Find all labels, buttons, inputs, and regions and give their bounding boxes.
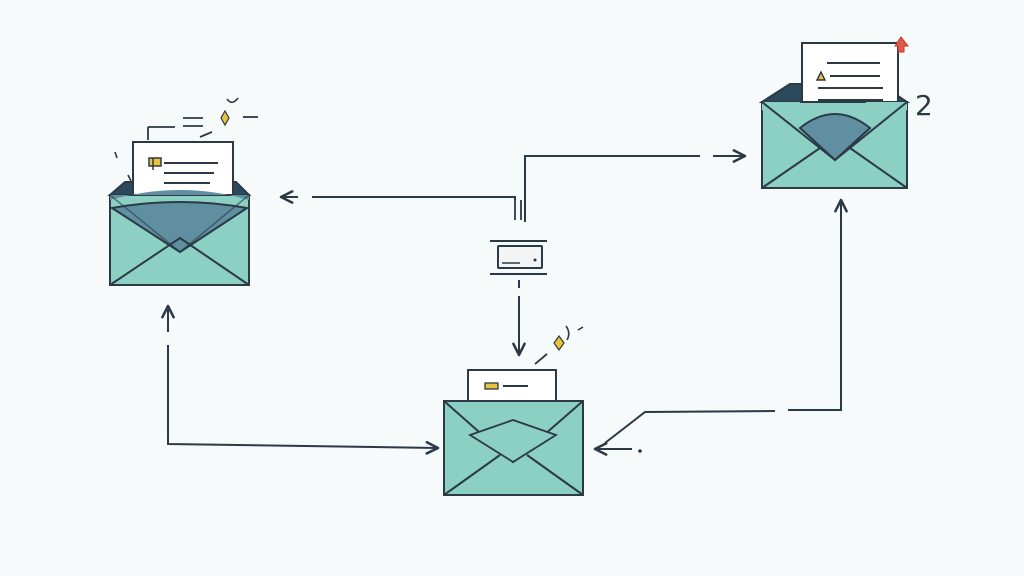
sparkle-icon	[534, 325, 584, 365]
connectors	[161, 149, 848, 456]
left-envelope	[107, 97, 258, 286]
arrow-top-right-to-bottom-envelope	[788, 198, 848, 411]
badge-count: 2	[915, 89, 933, 122]
bottom-envelope	[443, 325, 584, 496]
house-icon	[815, 70, 827, 81]
top-right-envelope	[758, 36, 911, 189]
sparkle-icon	[114, 97, 258, 182]
left-letter	[132, 141, 234, 197]
arrow-hub-to-top-right-envelope	[524, 155, 700, 222]
envelope-flap	[109, 201, 250, 254]
connector-segment	[604, 410, 776, 444]
pin-icon	[148, 157, 162, 170]
bottom-letter	[467, 369, 557, 405]
upload-flag-icon	[894, 36, 910, 53]
arrow-bottom-to-left-envelope	[167, 345, 440, 455]
envelope-flap	[798, 113, 872, 162]
arrow-hub-to-left-envelope	[312, 196, 516, 200]
dot	[638, 449, 642, 453]
envelope-flap	[467, 419, 559, 464]
router-hub	[490, 200, 547, 275]
